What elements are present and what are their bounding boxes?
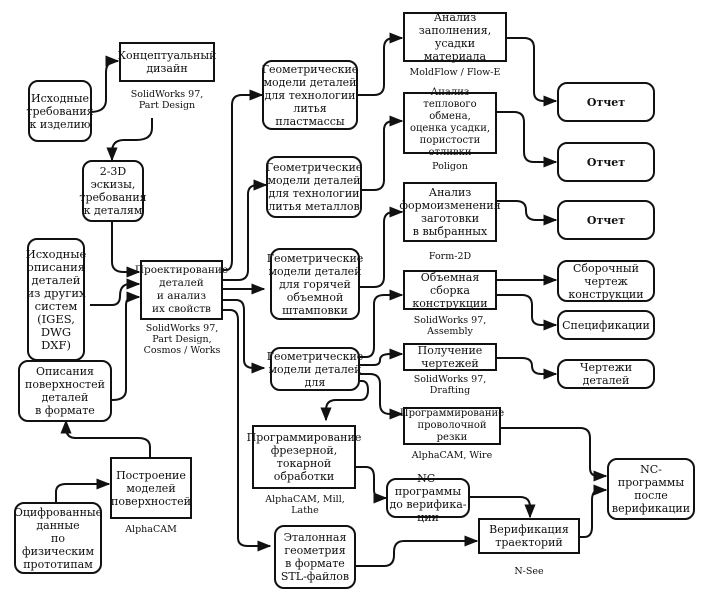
arrow-req-to-concept (89, 55, 120, 113)
arrow-mill-to-ncpre (356, 466, 388, 504)
arrow-wire-to-ncpost (500, 427, 608, 482)
caption-assembly: SolidWorks 97, Assembly (413, 315, 487, 337)
arrow-drawings-to-partdraw (496, 357, 558, 380)
node-heat-analysis: Анализ теплового обмена, оценка усадки, … (403, 87, 497, 158)
node-drawings: Получение чертежей (403, 343, 497, 371)
arrow-stl-to-verify (356, 535, 479, 567)
node-part-drawings: Чертежи деталей (557, 359, 655, 389)
node-conceptual-design: Концептуальный дизайн (117, 42, 217, 82)
node-label: Оцифрованные данные по физическим протот… (13, 505, 103, 571)
arrow-design-to-geo-metal (222, 179, 268, 281)
caption-surface-building: AlphaCAM (125, 524, 177, 535)
arrow-form-to-rep3 (496, 200, 558, 226)
node-label: Построение моделей поверхностей (111, 468, 191, 508)
node-specifications: Спецификации (557, 310, 655, 340)
node-wire-programming: Программирование проволочной резки (399, 407, 505, 445)
caption-mill-programming: AlphaCAM, Mill, Lathe (265, 494, 345, 516)
node-report-2: Отчет (557, 142, 655, 182)
node-surface-building: Построение моделей поверхностей (110, 457, 192, 519)
node-label: Геометрические модели деталей для (266, 349, 364, 389)
caption-forming-analysis: Form-2D (428, 251, 472, 262)
node-report-3: Отчет (557, 200, 655, 240)
caption-conceptual-design: SolidWorks 97, Part Design (130, 89, 204, 111)
arrow-design-to-geo-plast (222, 89, 264, 271)
node-label: Верификация траекторий (489, 523, 569, 549)
node-geo-metal: Геометрические модели деталей для технол… (266, 156, 362, 218)
node-label: Анализ заполнения, усадки материала (418, 11, 492, 63)
arrow-sketch-to-design (111, 220, 141, 278)
node-label: Исходные требования к изделию (26, 91, 94, 131)
node-label: Спецификации (562, 318, 650, 332)
arrow-ncpre-to-verify (468, 496, 536, 519)
node-label: Отчет (586, 95, 626, 109)
arrow-geo-metal-to-heat (360, 115, 404, 191)
node-digitized-data: Оцифрованные данные по физическим протот… (14, 502, 102, 574)
node-surface-descriptions: Описания поверхностей деталей в формате (18, 360, 112, 422)
node-label: Программирование проволочной резки (399, 408, 505, 443)
node-label: Программирование фрезерной, токарной обр… (246, 431, 362, 483)
caption-filling-analysis: MoldFlow / Flow-E (409, 67, 501, 78)
node-label: Геометрические модели деталей для технол… (261, 62, 359, 128)
node-label: 2-3D эскизы, требования к деталям (79, 165, 147, 217)
caption-heat-analysis: Poligon (432, 161, 468, 172)
node-label: Отчет (586, 155, 626, 169)
arrow-srcdesc-to-design (90, 278, 141, 306)
arrow-geo-for-to-drawings (360, 348, 404, 366)
arrow-geo-for-to-assembly (360, 289, 404, 358)
arrow-design-to-geo-for (222, 299, 266, 374)
node-forming-analysis: Анализ формоизменения заготовки в выбран… (399, 182, 501, 242)
node-sketches: 2-3D эскизы, требования к деталям (79, 160, 147, 222)
node-trajectory-verification: Верификация траекторий (478, 518, 580, 554)
node-label: Сборочный чертеж конструкции (568, 261, 644, 301)
arrow-heat-to-rep2 (496, 111, 558, 168)
node-label: Отчет (586, 213, 626, 227)
arrow-surfbuild-to-surfdesc (60, 419, 151, 457)
node-label: Исходные описания деталей из других сист… (25, 246, 87, 352)
arrow-geo-hot-to-form (360, 206, 404, 288)
node-label: Получение чертежей (417, 344, 483, 370)
node-geo-plastic: Геометрические модели деталей для технол… (262, 60, 358, 130)
node-label: Анализ теплового обмена, оценка усадки, … (409, 87, 491, 158)
node-stl-geometry: Эталонная геометрия в формате STL-файлов (274, 525, 356, 589)
node-assembly-drawing: Сборочный чертеж конструкции (557, 260, 655, 302)
arrow-verify-to-ncpost (580, 484, 608, 538)
node-nc-post-verification: NC-программы после верификации (607, 458, 695, 520)
caption-wire-programming: AlphaCAM, Wire (411, 450, 493, 461)
node-geo-hot-stamping: Геометрические модели деталей для горяче… (267, 248, 363, 320)
arrow-fill-to-rep1 (506, 37, 558, 107)
node-label: Описания поверхностей деталей в формате (25, 365, 105, 417)
node-nc-pre-verification: NC-программы до верифика- ции (386, 472, 470, 524)
arrow-surfdesc-to-design (111, 291, 141, 401)
node-label: Концептуальный дизайн (117, 49, 217, 75)
arrow-geo-for-to-wire (360, 373, 404, 420)
node-mill-programming: Программирование фрезерной, токарной обр… (247, 425, 361, 489)
node-label: Геометрические модели деталей для горяче… (266, 251, 364, 317)
node-label: Чертежи деталей (579, 361, 633, 387)
node-label: Объемная сборка конструкции (412, 270, 488, 310)
node-filling-analysis: Анализ заполнения, усадки материала (403, 11, 507, 63)
node-label: Проектирование деталей и анализ их свойс… (134, 264, 229, 315)
caption-drawings: SolidWorks 97, Drafting (413, 374, 487, 396)
node-label: Анализ формоизменения заготовки в выбран… (399, 186, 501, 238)
arrow-concept-to-sketch (106, 118, 153, 162)
node-label: Геометрические модели деталей для технол… (265, 161, 363, 213)
node-label: NC-программы до верифика- ции (389, 472, 467, 524)
node-assembly: Объемная сборка конструкции (403, 270, 497, 310)
arrow-assembly-to-spec (496, 294, 558, 331)
node-source-descriptions: Исходные описания деталей из других сист… (25, 238, 87, 361)
node-design-analysis: Проектирование деталей и анализ их свойс… (135, 260, 228, 320)
arrow-geo-plast-to-fill (356, 32, 404, 96)
arrow-geo-for-to-mill (320, 380, 370, 422)
caption-trajectory-verification: N-See (514, 566, 544, 577)
caption-design-analysis: SolidWorks 97, Part Design, Cosmos / Wor… (143, 323, 221, 356)
node-initial-requirements: Исходные требования к изделию (26, 80, 94, 142)
arrow-design-to-stl (222, 309, 272, 552)
arrow-digit-to-surfbuild (55, 478, 111, 502)
node-report-1: Отчет (557, 82, 655, 122)
node-label: Эталонная геометрия в формате STL-файлов (280, 531, 350, 583)
node-label: NC-программы после верификации (611, 463, 691, 515)
node-geo-for: Геометрические модели деталей для (267, 347, 363, 391)
